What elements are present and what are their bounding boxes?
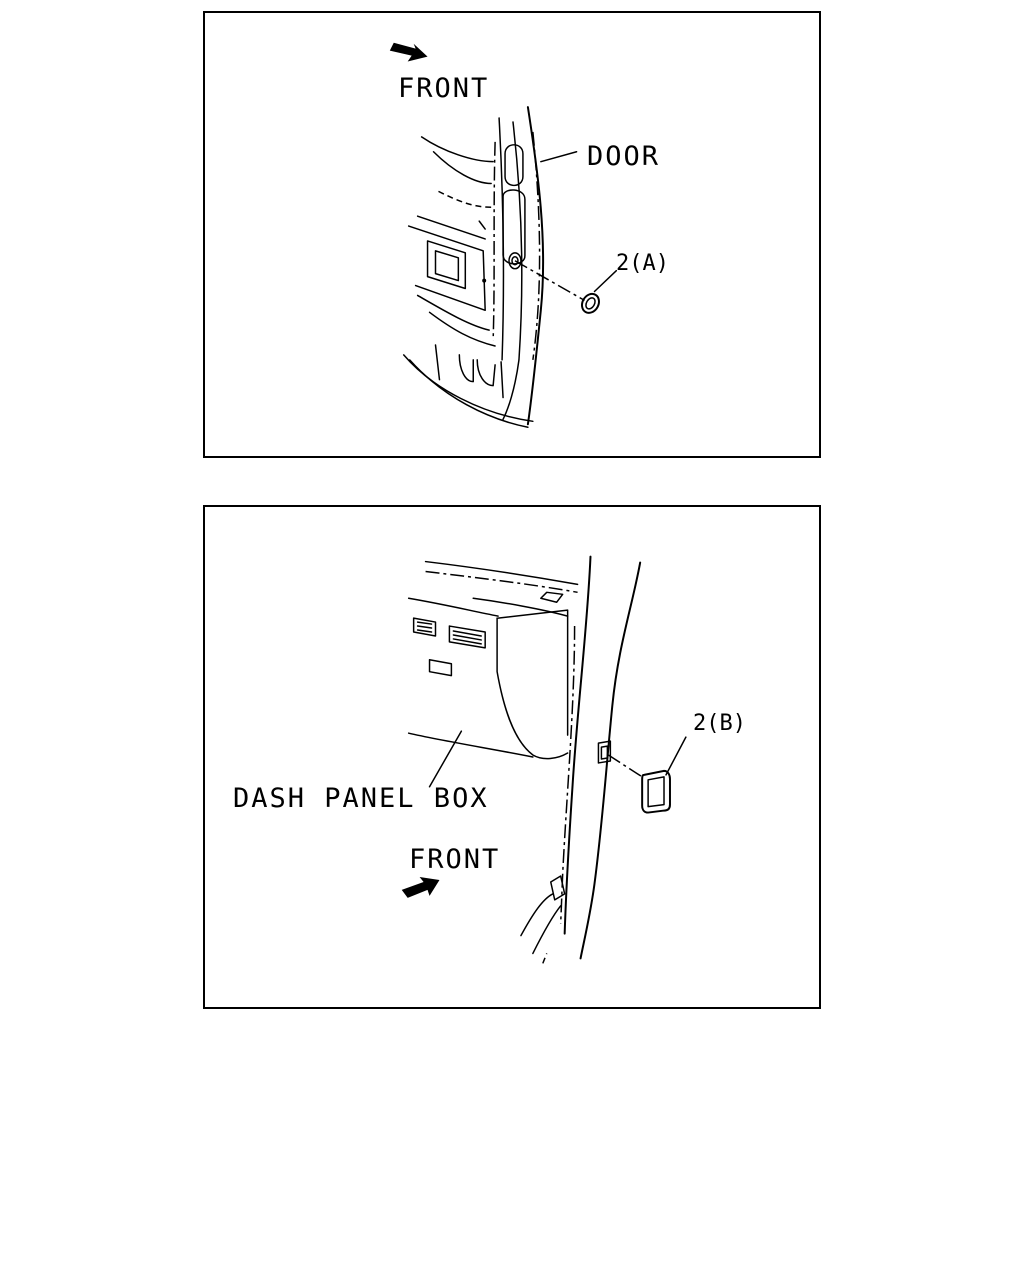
part-2a-label: 2(A) <box>616 251 669 276</box>
figure-dash-panel-clip: DASH PANEL BOX FRONT 2(B) <box>203 505 821 1009</box>
front-label: FRONT <box>409 844 501 875</box>
door-label: DOOR <box>587 141 661 172</box>
figure-door-clip: FRONT DOOR 2(A) <box>203 11 821 458</box>
clip-2b-icon <box>641 769 671 814</box>
dash-panel-box-label: DASH PANEL BOX <box>233 783 489 814</box>
clip-2a-icon <box>581 292 600 314</box>
front-arrow-icon <box>389 42 428 62</box>
front-arrow-icon <box>401 877 440 898</box>
part-2b-label: 2(B) <box>693 711 746 736</box>
dash-panel-illustration <box>401 555 687 964</box>
front-label: FRONT <box>398 73 490 104</box>
door-illustration <box>389 42 618 429</box>
